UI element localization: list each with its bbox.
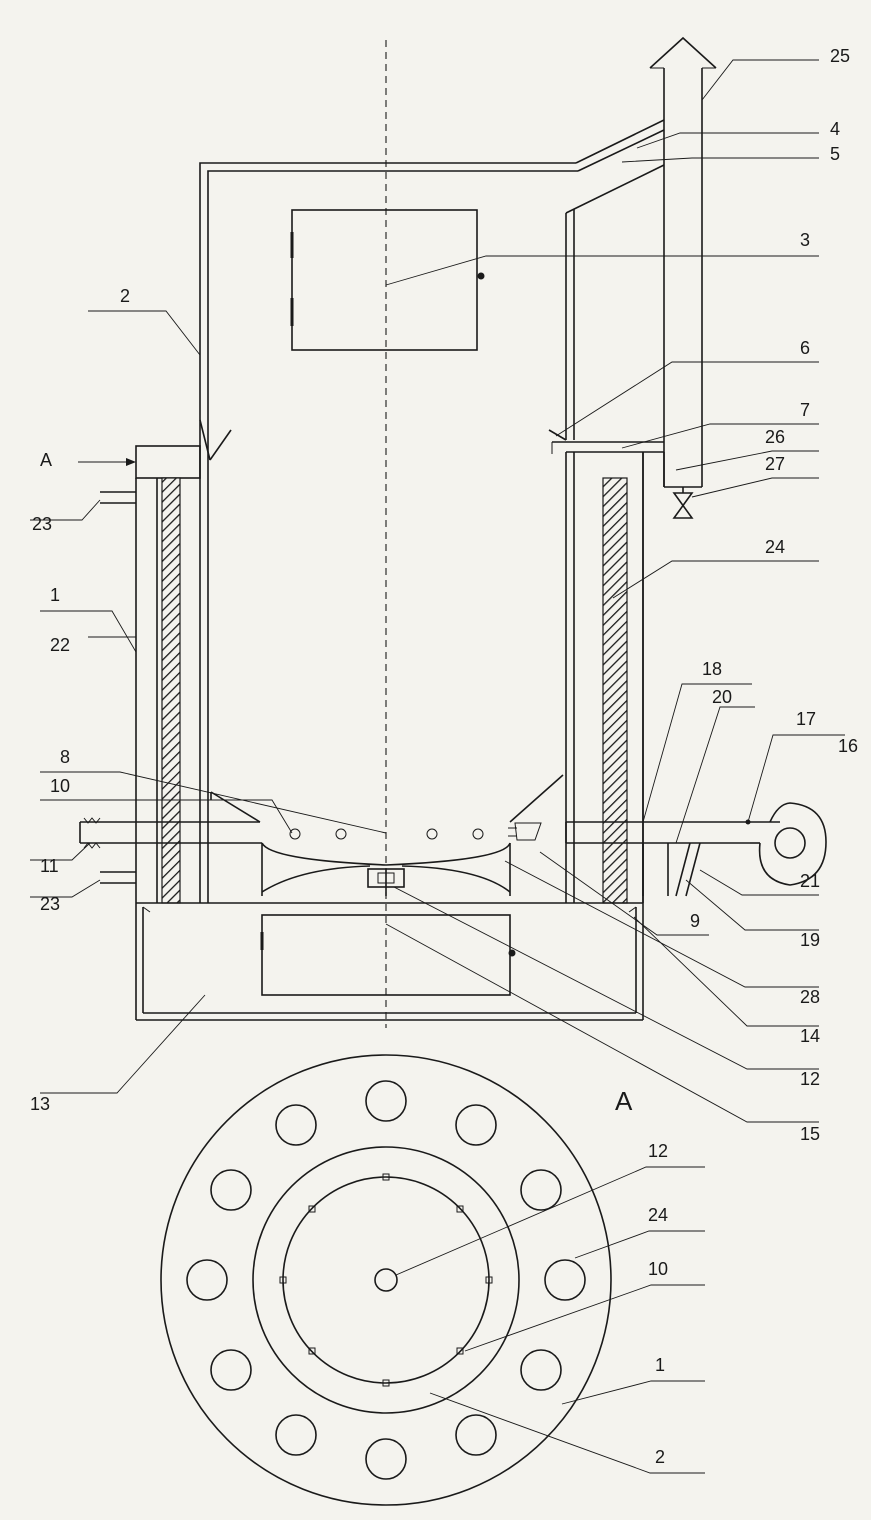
callout-28: 28 (800, 987, 820, 1007)
callout-2: 2 (120, 286, 130, 306)
callout-7: 7 (800, 400, 810, 420)
view-callout-24: 24 (648, 1205, 668, 1225)
callout-5: 5 (830, 144, 840, 164)
view-callout-12: 12 (648, 1141, 668, 1161)
shell-circle (252, 1146, 520, 1414)
callout-20: 20 (712, 687, 732, 707)
bore-holes (186, 1080, 586, 1480)
plan-view-a: A (160, 1054, 705, 1506)
callout-17: 17 (796, 709, 816, 729)
upper-hatch (291, 209, 478, 351)
inlet-arrow (78, 458, 136, 466)
throat-cones (210, 774, 564, 896)
callout-23-top: 23 (32, 514, 52, 534)
callout-26: 26 (765, 427, 785, 447)
ash-pit (135, 902, 644, 1021)
inner-shell-circle (282, 1176, 490, 1384)
grate-circle (374, 1268, 398, 1292)
callout-10: 10 (50, 776, 70, 796)
view-label-a: A (615, 1086, 633, 1116)
air-tuyeres (79, 817, 750, 849)
callout-14: 14 (800, 1026, 820, 1046)
callout-8: 8 (60, 747, 70, 767)
callout-13: 13 (30, 1094, 50, 1114)
callout-19: 19 (800, 930, 820, 950)
callout-12: 12 (800, 1069, 820, 1089)
tuyere-markers (279, 1173, 493, 1387)
section-view: 25 4 5 3 2 6 7 26 27 A 23 24 1 22 18 20 … (30, 36, 858, 1144)
section-marker-a: A (40, 450, 52, 470)
outer-jacket-left (100, 419, 232, 904)
view-callout-1: 1 (655, 1355, 665, 1375)
view-callout-2: 2 (655, 1447, 665, 1467)
callout-24: 24 (765, 537, 785, 557)
grate-12 (367, 868, 405, 896)
plan-leaders (395, 1166, 705, 1474)
callout-25: 25 (830, 46, 850, 66)
outer-jacket-circle (160, 1054, 612, 1506)
callout-6: 6 (800, 338, 810, 358)
callout-3: 3 (800, 230, 810, 250)
outer-jacket-right (602, 452, 644, 904)
exhaust-pipe (649, 36, 717, 488)
callout-27: 27 (765, 454, 785, 474)
callout-18: 18 (702, 659, 722, 679)
callout-22: 22 (50, 635, 70, 655)
callout-21: 21 (800, 871, 820, 891)
reactor-shell (199, 162, 578, 903)
callout-9: 9 (690, 911, 700, 931)
flue-connection (565, 119, 665, 214)
callout-16: 16 (838, 736, 858, 756)
blower-16 (758, 802, 827, 886)
callout-11: 11 (40, 856, 59, 876)
callout-23-bottom: 23 (40, 894, 60, 914)
valve-27 (672, 487, 694, 519)
callout-4: 4 (830, 119, 840, 139)
callout-15: 15 (800, 1124, 820, 1144)
blower-ducting (642, 819, 780, 897)
leader-lines (30, 59, 845, 1123)
callout-1: 1 (50, 585, 60, 605)
view-callout-10: 10 (648, 1259, 668, 1279)
